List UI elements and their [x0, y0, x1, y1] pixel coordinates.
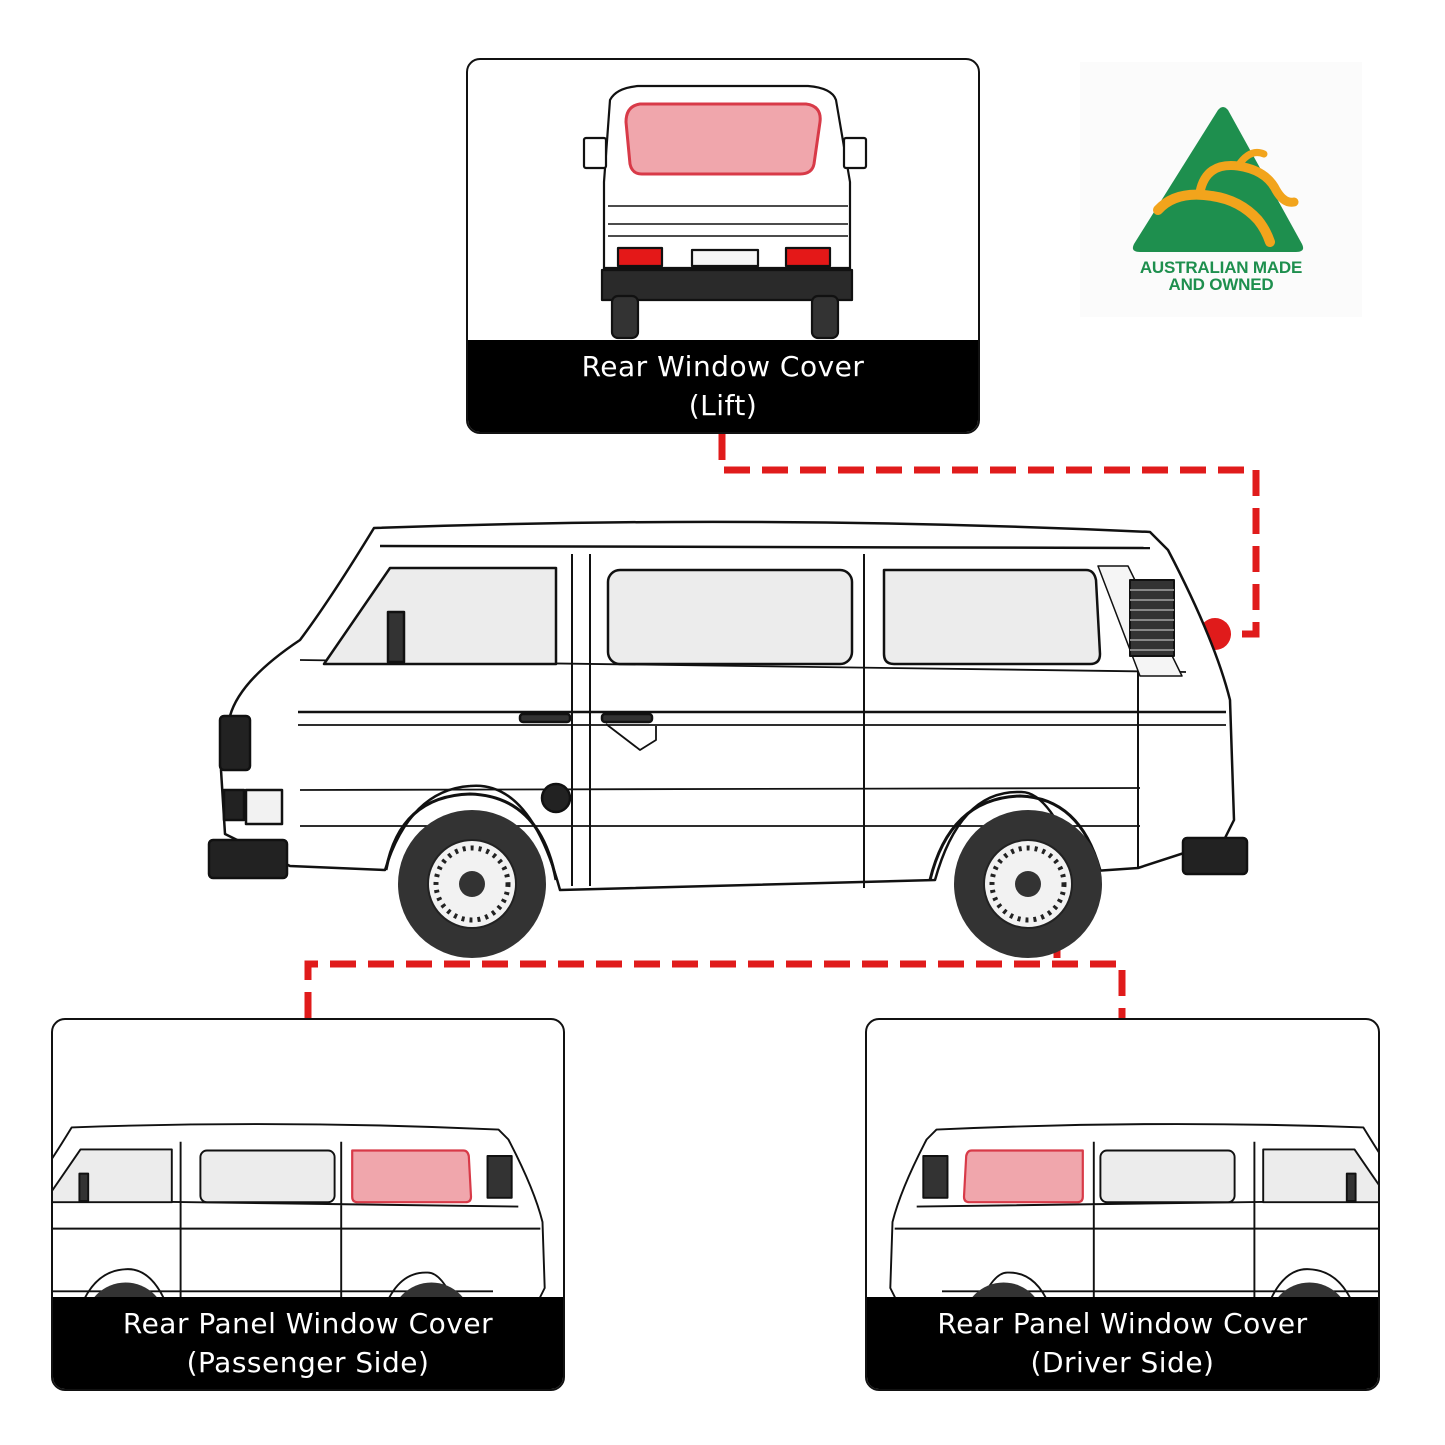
australian-made-badge: AUSTRALIAN MADE AND OWNED: [1080, 62, 1362, 317]
caption-bar: Rear Panel Window Cover (Passenger Side): [53, 1297, 563, 1389]
rear-panel-driver-card[interactable]: Rear Panel Window Cover (Driver Side): [865, 1018, 1380, 1391]
connector-rear-window: [718, 434, 1260, 638]
badge-line-1: AUSTRALIAN MADE: [1139, 258, 1303, 277]
van-driver-side-illustration: [882, 1123, 1378, 1305]
front-wheel: [398, 810, 546, 958]
caption-line-2: (Passenger Side): [186, 1346, 430, 1379]
caption-line-1: Rear Panel Window Cover: [122, 1307, 494, 1340]
kangaroo-icon: [1132, 107, 1304, 252]
driver-window-highlight: [962, 1149, 1084, 1204]
passenger-window-highlight: [351, 1149, 473, 1204]
rear-panel-passenger-card[interactable]: Rear Panel Window Cover (Passenger Side): [51, 1018, 565, 1391]
rear-wheel: [954, 810, 1102, 958]
caption-line-1: Rear Panel Window Cover: [937, 1307, 1308, 1340]
caption-line-2: (Driver Side): [1030, 1346, 1215, 1379]
caption-line-1: Rear Window Cover: [581, 350, 865, 383]
caption-line-2: (Lift): [688, 389, 758, 422]
caption-bar: Rear Panel Window Cover (Driver Side): [867, 1297, 1378, 1389]
rear-window-highlight: [624, 102, 822, 176]
caption-bar: Rear Window Cover (Lift): [468, 340, 978, 432]
rear-window-cover-card[interactable]: Rear Window Cover (Lift): [466, 58, 980, 434]
badge-line-2: AND OWNED: [1168, 275, 1274, 294]
connector-bottom-bus: [304, 960, 1126, 1018]
van-rear-illustration: [582, 84, 868, 340]
van-passenger-side-illustration: [53, 1123, 553, 1305]
